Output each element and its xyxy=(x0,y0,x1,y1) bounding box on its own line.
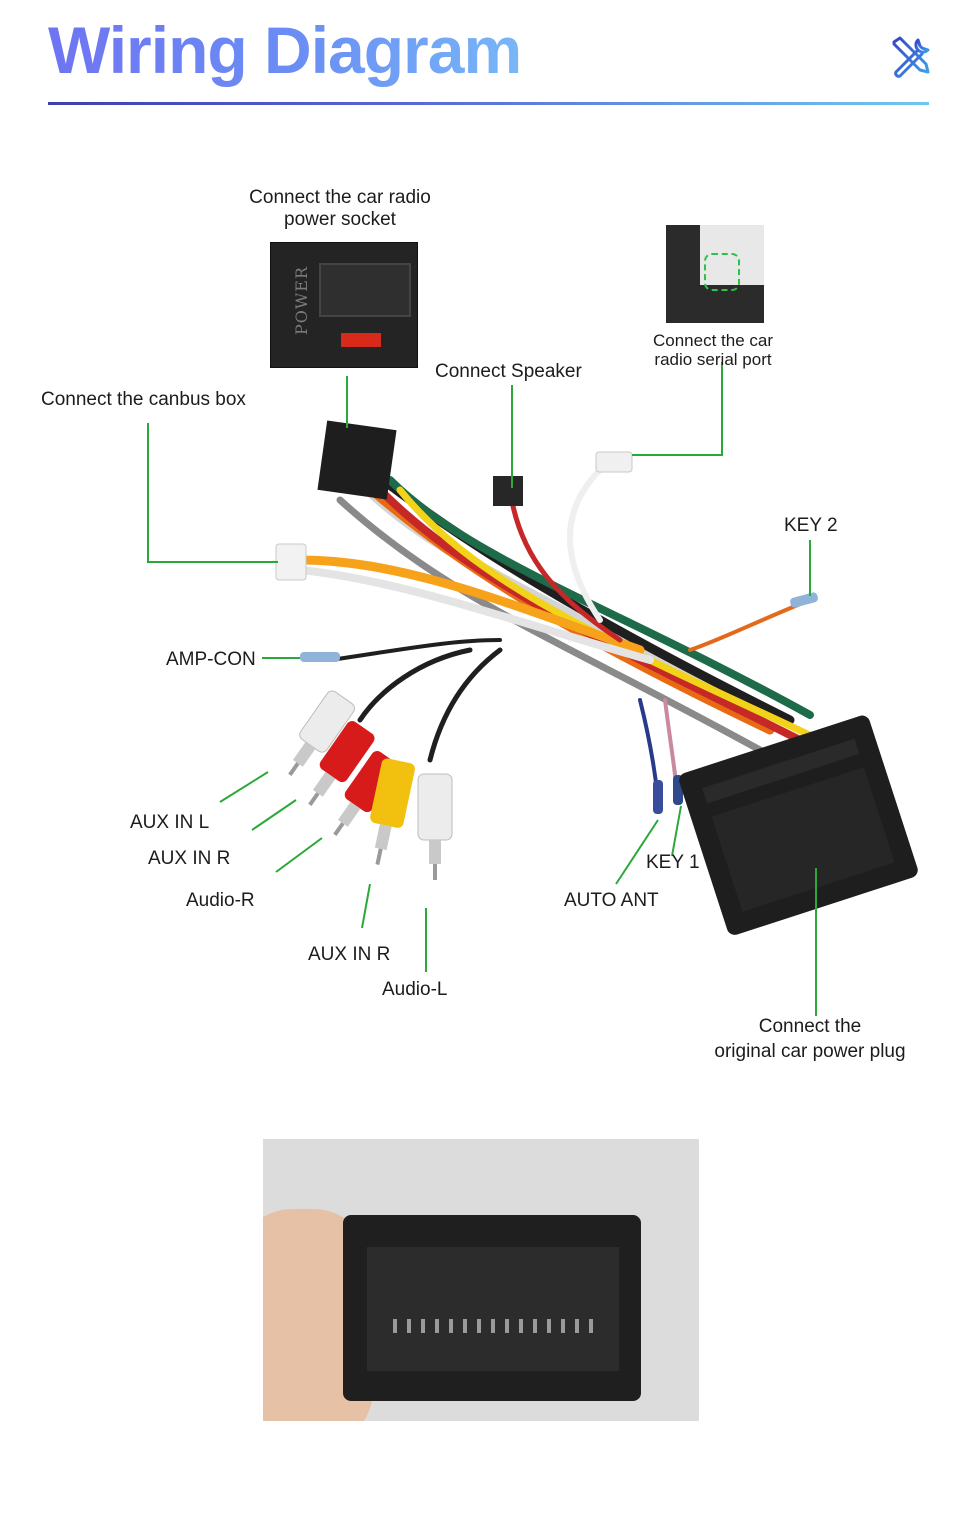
red-fuse xyxy=(341,333,381,347)
power-socket-label: Connect the car radio power socket xyxy=(230,187,450,231)
audio-r-label: Audio-R xyxy=(186,890,255,911)
aux-in-r-label: AUX IN R xyxy=(148,848,231,869)
plug-inner xyxy=(367,1247,619,1371)
serial-port-label: Connect the car radio serial port xyxy=(640,331,786,369)
power-plug-label-line1: Connect the xyxy=(758,1016,862,1037)
power-label: POWER xyxy=(292,265,312,336)
tools-icon xyxy=(892,36,930,78)
serial-port-label-line1: Connect the car xyxy=(652,331,773,350)
canbus-label: Connect the canbus box xyxy=(41,389,246,410)
title-divider xyxy=(48,102,929,105)
power-plug-label: Connect the original car power plug xyxy=(690,1016,930,1063)
amp-con-label: AMP-CON xyxy=(166,649,256,670)
page-title: Wiring Diagram xyxy=(48,8,522,92)
audio-l-label: Audio-L xyxy=(382,979,448,1000)
aux-in-r-label-2: AUX IN R xyxy=(308,944,391,965)
power-plug-photo xyxy=(263,1139,699,1421)
power-socket-label-line2: power socket xyxy=(284,209,396,230)
key2-label: KEY 2 xyxy=(784,515,838,536)
serial-port-label-line2: radio serial port xyxy=(654,350,772,369)
power-socket-photo: POWER xyxy=(270,242,418,368)
highlight-ring xyxy=(704,253,740,291)
power-plug-label-line2: original car power plug xyxy=(714,1041,906,1062)
serial-port-photo xyxy=(666,225,764,323)
plug-pin-row xyxy=(393,1319,593,1333)
aux-in-l-label: AUX IN L xyxy=(130,812,210,833)
power-socket-label-line1: Connect the car radio xyxy=(249,187,431,208)
socket-pins xyxy=(319,263,411,317)
speaker-label: Connect Speaker xyxy=(435,361,582,382)
auto-ant-label: AUTO ANT xyxy=(564,890,659,911)
key1-label: KEY 1 xyxy=(646,852,700,873)
